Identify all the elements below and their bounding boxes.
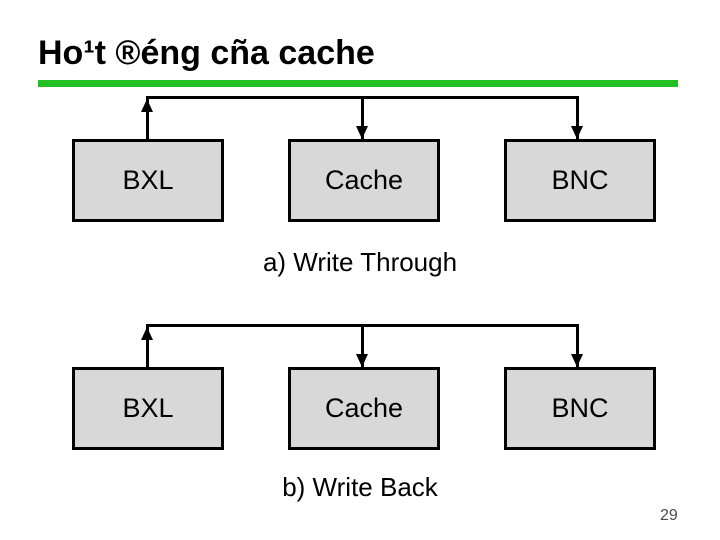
box-label: BXL: [122, 165, 174, 195]
diagram-caption: b) Write Back: [282, 472, 438, 502]
bus-line: [146, 324, 579, 327]
box-label: Cache: [324, 165, 404, 195]
box-bnc: BNC: [504, 367, 656, 450]
box-bnc: BNC: [504, 139, 656, 222]
arrow-down-icon: [571, 126, 583, 139]
arrow-up-icon: [141, 327, 153, 340]
arrow-down-icon: [356, 354, 368, 367]
page-number: 29: [660, 507, 678, 524]
box-bxl: BXL: [72, 139, 224, 222]
arrow-down-icon: [356, 126, 368, 139]
diagram-write-through: BXL Cache BNC a) Write Through: [0, 96, 720, 311]
connector-cache-line: [361, 327, 364, 367]
box-cache: Cache: [288, 367, 440, 450]
box-label: BNC: [551, 393, 609, 423]
diagram-write-back: BXL Cache BNC b) Write Back: [0, 324, 720, 539]
arrow-up-icon: [141, 99, 153, 112]
box-cache: Cache: [288, 139, 440, 222]
connector-bxl-line: [146, 99, 149, 139]
bus-line: [146, 96, 579, 99]
page-title: Ho¹t ®éng cña cache: [38, 34, 375, 72]
connector-bnc-line: [576, 96, 579, 139]
title-underline-bar: [38, 80, 678, 87]
box-label: BXL: [122, 393, 174, 423]
connector-cache-line: [361, 99, 364, 139]
box-label: Cache: [324, 393, 404, 423]
connector-bxl-line: [146, 327, 149, 367]
diagram-caption: a) Write Through: [262, 247, 458, 277]
box-label: BNC: [551, 165, 609, 195]
box-bxl: BXL: [72, 367, 224, 450]
arrow-down-icon: [571, 354, 583, 367]
connector-bnc-line: [576, 324, 579, 367]
